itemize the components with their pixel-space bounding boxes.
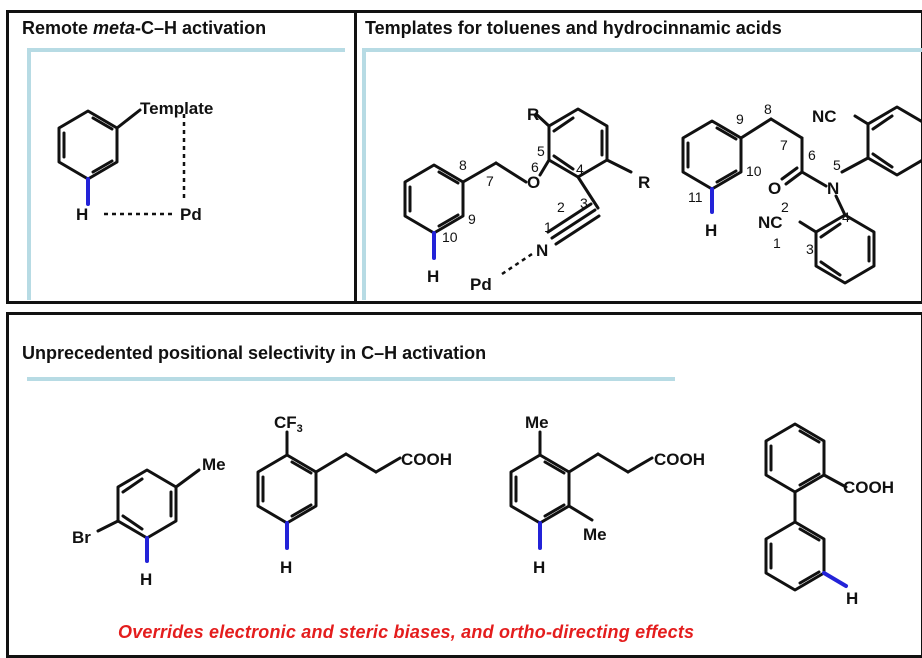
scheme-meta-concept: Template H Pd xyxy=(57,99,213,224)
pd-label: Pd xyxy=(180,205,202,224)
accent-line-bottom xyxy=(27,377,675,381)
h-label-sub1: H xyxy=(140,570,152,589)
top-panel-divider xyxy=(354,10,357,304)
heading-templates: Templates for toluenes and hydrocinnamic… xyxy=(365,18,782,38)
num-9: 9 xyxy=(468,211,476,227)
accent-line-right-v xyxy=(362,48,366,300)
bromo-label: Br xyxy=(72,528,91,547)
num-t2-6: 6 xyxy=(808,147,816,163)
accent-line-right-h xyxy=(362,48,922,52)
h-label-sub2: H xyxy=(280,558,292,577)
nitrile-lower-label: NC xyxy=(758,213,783,232)
num-t2-8: 8 xyxy=(764,101,772,117)
nitrogen-label: N xyxy=(536,241,548,260)
substrate-biphenyl-acid: COOH H xyxy=(764,422,894,608)
h-label-sub3: H xyxy=(533,558,545,577)
cooh-label-sub3: COOH xyxy=(654,450,705,469)
accent-line-left-h xyxy=(27,48,345,52)
methyl-label-ortho: Me xyxy=(583,525,607,544)
num-t2-10: 10 xyxy=(746,163,762,179)
h-label: H xyxy=(76,205,88,224)
pd-label-template: Pd xyxy=(470,275,492,294)
num-t2-9: 9 xyxy=(736,111,744,127)
template-label: Template xyxy=(140,99,213,118)
heading-remote-meta: Remote meta-C–H activation xyxy=(22,18,267,38)
accent-line-left-v xyxy=(27,48,31,300)
num-2: 2 xyxy=(557,199,565,215)
num-1: 1 xyxy=(544,219,552,235)
num-5: 5 xyxy=(537,143,545,159)
substrate-dimethyl-acid: Me COOH Me H xyxy=(509,413,705,577)
num-t2-1: 1 xyxy=(773,235,781,251)
num-6: 6 xyxy=(531,159,539,175)
methyl-label: Me xyxy=(202,455,226,474)
footnote-overrides: Overrides electronic and steric biases, … xyxy=(118,622,695,642)
cf3-label: CF3 xyxy=(274,413,303,435)
num-t2-3: 3 xyxy=(806,241,814,257)
num-8: 8 xyxy=(459,157,467,173)
nitrile-upper-label: NC xyxy=(812,107,837,126)
r-label-right: R xyxy=(638,173,650,192)
num-t2-7: 7 xyxy=(780,137,788,153)
amide-nitrogen-label: N xyxy=(827,179,839,198)
template-toluene: O R R N Pd H 1 2 3 4 5 6 7 8 9 10 xyxy=(403,105,650,294)
carbonyl-oxygen-label: O xyxy=(768,179,781,198)
num-t2-5: 5 xyxy=(833,157,841,173)
heading-positional-selectivity: Unprecedented positional selectivity in … xyxy=(22,343,487,363)
cooh-label-sub4: COOH xyxy=(843,478,894,497)
cooh-label-sub2: COOH xyxy=(401,450,452,469)
num-7: 7 xyxy=(486,173,494,189)
num-4: 4 xyxy=(576,161,584,177)
num-t2-4: 4 xyxy=(842,209,850,225)
num-10: 10 xyxy=(442,229,458,245)
h-label-toluene: H xyxy=(427,267,439,286)
substrate-cf3-acid: CF3 COOH H xyxy=(256,413,452,577)
num-3: 3 xyxy=(580,195,588,211)
template-hydrocinnamic: O N NC NC H 1 2 3 4 5 6 7 8 9 10 11 xyxy=(681,101,922,285)
substrate-bromotoluene: Me Br H xyxy=(72,455,226,589)
num-t2-11: 11 xyxy=(688,189,703,205)
oxygen-label: O xyxy=(527,173,540,192)
h-label-sub4: H xyxy=(846,589,858,608)
methyl-label-top: Me xyxy=(525,413,549,432)
h-label-hydrocinnamic: H xyxy=(705,221,717,240)
num-t2-2: 2 xyxy=(781,199,789,215)
r-label-top: R xyxy=(527,105,539,124)
